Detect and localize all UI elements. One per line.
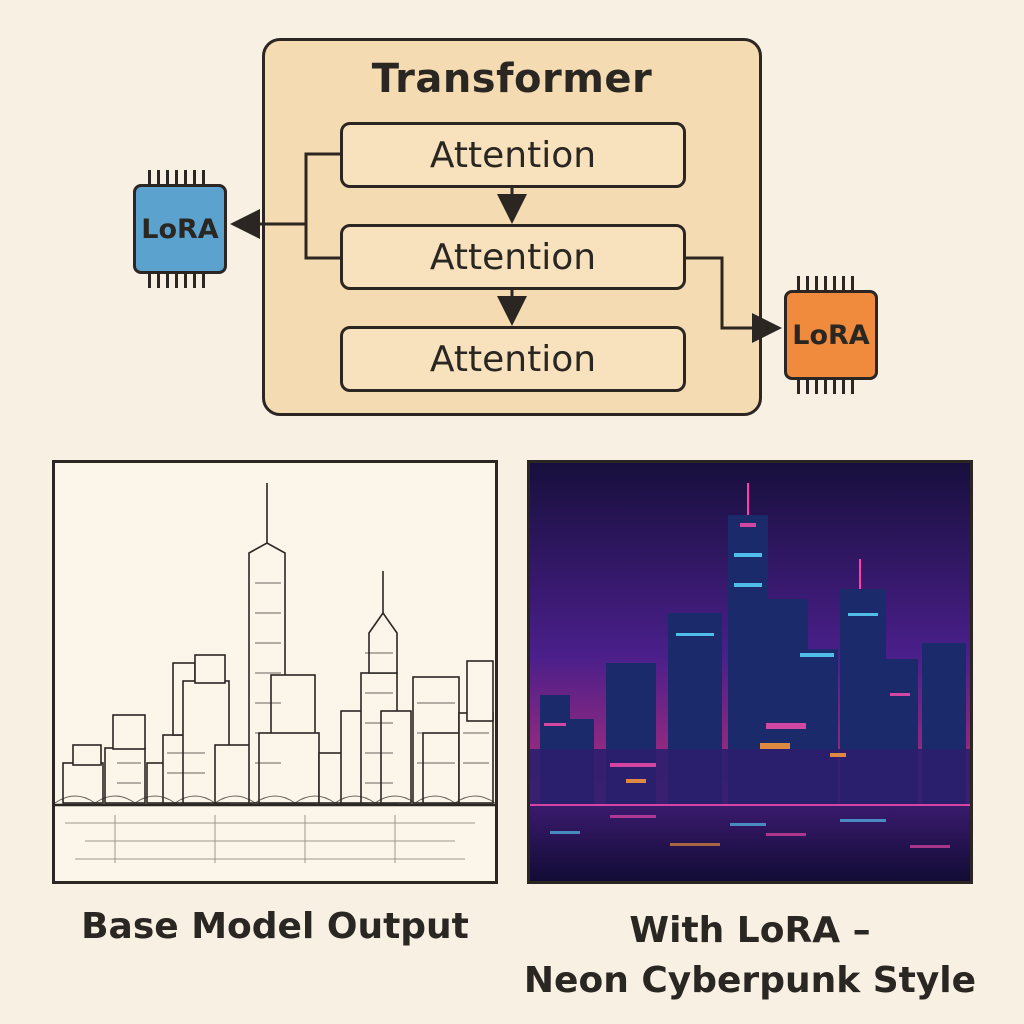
lora-adapter-left: LoRA bbox=[133, 184, 227, 274]
lora-caption-line-1: With LoRA – bbox=[629, 910, 871, 951]
connector-arrows bbox=[230, 152, 782, 343]
lora-adapter-right: LoRA bbox=[784, 290, 878, 380]
chip-pins-bottom bbox=[797, 380, 854, 394]
chip-pins-top bbox=[797, 276, 854, 290]
attention-block-3: Attention bbox=[340, 326, 686, 392]
chip-pins-top bbox=[148, 170, 205, 184]
chip-pins-bottom bbox=[148, 274, 205, 288]
attention-block-1: Attention bbox=[340, 122, 686, 188]
base-model-caption: Base Model Output bbox=[81, 906, 469, 947]
transformer-title: Transformer bbox=[371, 56, 653, 102]
attention-block-2: Attention bbox=[340, 224, 686, 290]
lora-caption-line-2: Neon Cyberpunk Style bbox=[523, 960, 977, 1001]
lora-neon-output-image bbox=[527, 460, 973, 884]
lora-style-caption: With LoRA – Neon Cyberpunk Style bbox=[510, 906, 990, 1006]
base-model-output-image bbox=[52, 460, 498, 884]
